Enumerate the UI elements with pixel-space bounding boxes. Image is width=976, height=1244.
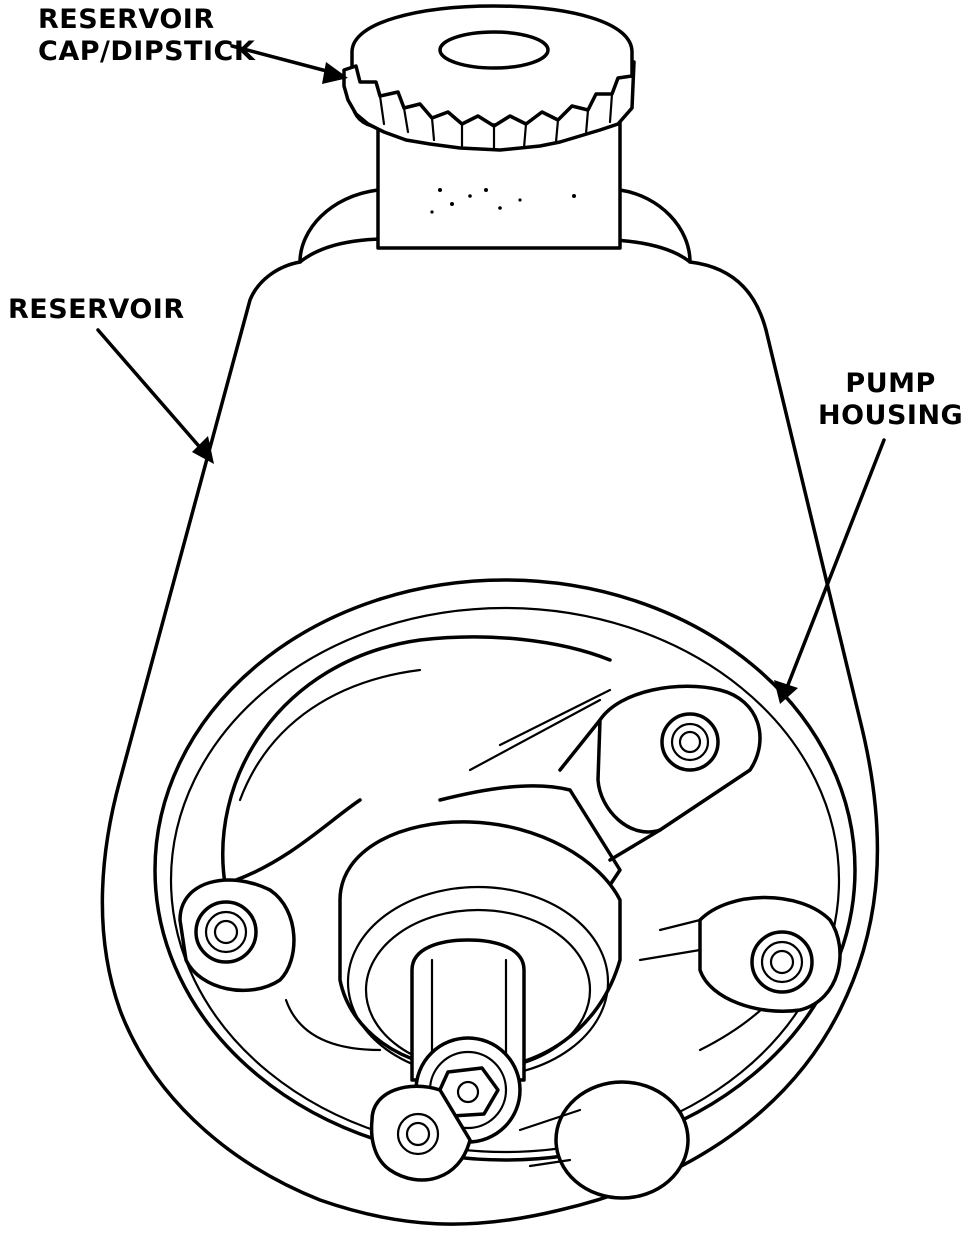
pump-housing-contour <box>221 635 612 892</box>
label-pump-housing: PUMP HOUSING <box>818 368 963 432</box>
outlet-plug <box>554 1080 690 1200</box>
lower-bolt-boss <box>369 1084 472 1182</box>
leader-arrows <box>96 44 886 704</box>
label-reservoir-line1: RESERVOIR <box>8 294 185 325</box>
label-reservoir-cap-dipstick: RESERVOIR CAP/DIPSTICK <box>38 4 255 68</box>
reservoir-cap <box>342 4 636 152</box>
label-cap-line1: RESERVOIR <box>38 4 215 35</box>
neck-speckles <box>430 188 576 214</box>
label-reservoir: RESERVOIR <box>8 294 185 326</box>
label-cap-line2: CAP/DIPSTICK <box>38 36 256 67</box>
label-pump-line1: PUMP <box>845 368 936 399</box>
reservoir-shoulder <box>298 188 692 264</box>
label-pump-line2: HOUSING <box>818 400 964 431</box>
pump-face-inner <box>169 606 841 1154</box>
